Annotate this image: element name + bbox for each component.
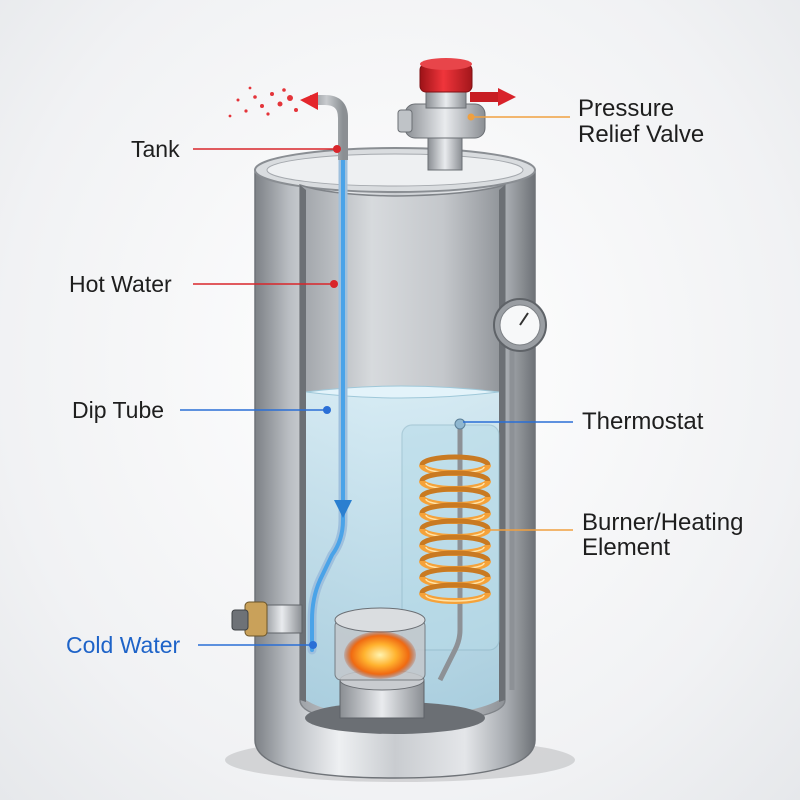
dip-tube — [307, 135, 352, 655]
coil-turn-back — [419, 550, 491, 562]
tank-label: Tank — [131, 136, 180, 162]
hot-water-outlet — [228, 86, 348, 160]
coil-turn-back — [419, 486, 491, 498]
thermostat-probe — [437, 418, 466, 682]
coil-turn-back — [419, 470, 491, 482]
arrow-right-icon — [498, 88, 516, 106]
leader-lines — [180, 113, 573, 649]
coil-turn-back — [419, 582, 491, 594]
dip-tube-label: Dip Tube — [72, 397, 165, 423]
coil-turn-back — [419, 454, 491, 466]
pressure-relief-valve — [397, 58, 516, 171]
burner-label-line1: Burner/Heating — [582, 509, 744, 536]
coil-highlight — [425, 594, 485, 602]
pressure-relief-valve-label-line1: Pressure — [578, 95, 675, 122]
cold-water-inlet — [231, 601, 303, 637]
pressure-relief-valve-label-line2: Relief Valve — [578, 121, 705, 148]
cold-water-label: Cold Water — [66, 632, 181, 658]
flame-icon — [344, 631, 416, 679]
hot-water-label: Hot Water — [69, 271, 172, 297]
coil-turn-back — [419, 566, 491, 578]
thermostat-label: Thermostat — [582, 408, 704, 435]
pressure-gauge-icon — [493, 298, 547, 690]
burner-label-line2: Element — [582, 534, 671, 561]
coil-turn-back — [419, 518, 491, 530]
coil-turn-back — [419, 502, 491, 514]
steam-spray — [228, 86, 298, 118]
heating-coil — [419, 454, 491, 604]
burner-base — [305, 607, 485, 734]
coil-turn-back — [419, 534, 491, 546]
